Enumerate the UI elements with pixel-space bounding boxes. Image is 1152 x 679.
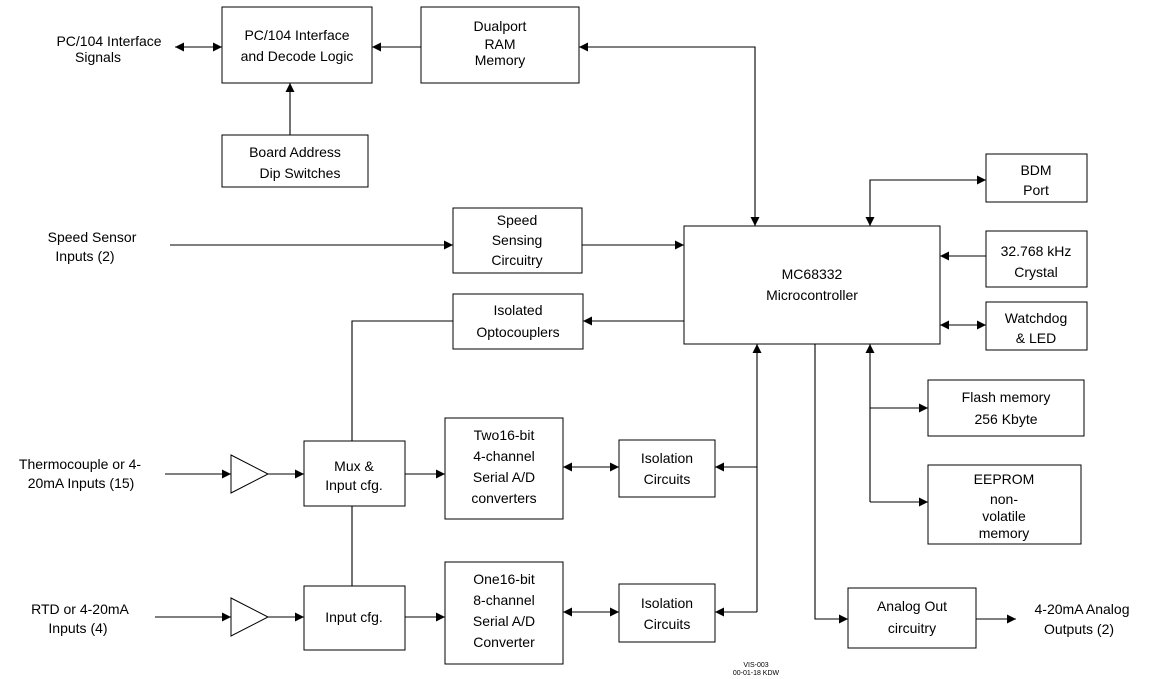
bdm-port-block: BDM Port — [985, 153, 1088, 203]
dualport-ram-label-3: Memory — [475, 52, 526, 68]
analog-outputs-label-1: 4-20mA Analog — [1035, 601, 1130, 617]
board-address-label-1: Board Address — [249, 144, 341, 160]
analog-out-block: Analog Out circuitry — [847, 587, 977, 649]
mux-input-cfg-block: Mux & Input cfg. — [303, 440, 406, 507]
adc-one-label-4: Converter — [473, 634, 535, 650]
thermocouple-amplifier-icon — [230, 454, 270, 494]
microcontroller-label-2: Microcontroller — [766, 287, 858, 303]
optocouplers-block: Isolated Optocouplers — [452, 293, 584, 350]
adc-two-label-3: Serial A/D — [473, 469, 535, 485]
speed-sensing-label-1: Speed — [497, 212, 537, 228]
adc-two-label-4: converters — [471, 490, 536, 506]
crystal-label-1: 32.768 kHz — [1001, 243, 1072, 259]
pc104-signals-label-2: Signals — [75, 49, 121, 65]
analog-out-label-2: circuitry — [888, 620, 936, 636]
isolation-circuits-block-2: Isolation Circuits — [618, 583, 716, 643]
microcontroller-block: MC68332 Microcontroller — [683, 225, 941, 345]
optocouplers-label-2: Optocouplers — [476, 324, 559, 340]
analog-outputs-label-2: Outputs (2) — [1044, 621, 1114, 637]
speed-sensing-block: Speed Sensing Circuitry — [452, 207, 583, 274]
adc-two-label-2: 4-channel — [473, 448, 535, 464]
speed-inputs-label-2: Inputs (2) — [55, 248, 114, 264]
ram-mcu-bus — [579, 42, 760, 226]
dualport-ram-block: Dualport RAM Memory — [420, 6, 580, 84]
drawing-date: 00-01-18 KDW — [733, 670, 780, 677]
eeprom-label-2: non- — [990, 491, 1018, 507]
rtd-inputs-label-2: Inputs (4) — [48, 620, 107, 636]
eeprom-label-1: EEPROM — [974, 471, 1035, 487]
dualport-ram-label-1: Dualport — [474, 18, 527, 34]
isolation-circuits-block-1: Isolation Circuits — [618, 439, 716, 498]
analog-out-label-1: Analog Out — [877, 598, 947, 614]
watchdog-label-1: Watchdog — [1005, 310, 1068, 326]
adc-two-label-1: Two16-bit — [474, 427, 535, 443]
connections — [155, 42, 1016, 624]
isolation-1-label-1: Isolation — [641, 450, 693, 466]
speed-sensing-label-3: Circuitry — [491, 252, 542, 268]
dualport-ram-label-2: RAM — [484, 36, 515, 52]
bdm-link — [865, 175, 986, 226]
opto-control-line — [351, 320, 453, 441]
thermo-inputs-label-1: Thermocouple or 4- — [19, 456, 142, 472]
thermo-inputs-label-2: 20mA Inputs (15) — [28, 475, 135, 491]
bdm-port-label-1: BDM — [1020, 162, 1051, 178]
flash-memory-block: Flash memory 256 Kbyte — [927, 379, 1085, 437]
flash-memory-label-2: 256 Kbyte — [974, 411, 1037, 427]
board-address-block: Board Address Dip Switches — [221, 134, 369, 188]
pc104-signals-label-1: PC/104 Interface — [56, 33, 161, 49]
pc104-decode-logic-block: PC/104 Interface and Decode Logic — [221, 6, 373, 84]
drawing-id: VIS-003 — [743, 662, 768, 669]
mux-input-cfg-label-2: Input cfg. — [325, 477, 383, 493]
pc104-decode-logic-label-1: PC/104 Interface — [244, 27, 349, 43]
adc-one-label-1: One16-bit — [473, 571, 535, 587]
watchdog-label-2: & LED — [1016, 330, 1056, 346]
input-cfg-block: Input cfg. — [303, 585, 406, 651]
optocouplers-label-1: Isolated — [493, 302, 542, 318]
rtd-inputs-label-1: RTD or 4-20mA — [31, 601, 129, 617]
eeprom-label-3: volatile — [982, 508, 1026, 524]
crystal-block: 32.768 kHz Crystal — [985, 230, 1088, 288]
adc-two-block: Two16-bit 4-channel Serial A/D converter… — [444, 417, 564, 520]
microcontroller-label-1: MC68332 — [782, 266, 843, 282]
bdm-port-label-2: Port — [1023, 182, 1049, 198]
speed-inputs-label-1: Speed Sensor — [48, 229, 137, 245]
input-cfg-label: Input cfg. — [325, 609, 383, 625]
eeprom-block: EEPROM non- volatile memory — [927, 464, 1082, 545]
adc-one-label-2: 8-channel — [473, 592, 535, 608]
crystal-label-2: Crystal — [1014, 264, 1058, 280]
speed-sensing-label-2: Sensing — [492, 232, 543, 248]
watchdog-block: Watchdog & LED — [985, 301, 1088, 351]
isolation-1-label-2: Circuits — [644, 471, 691, 487]
pc104-decode-logic-label-2: and Decode Logic — [241, 48, 354, 64]
rtd-amplifier-icon — [230, 597, 270, 637]
mux-input-cfg-label-1: Mux & — [334, 458, 374, 474]
mcu-to-analog-out-arrow — [814, 344, 848, 624]
adc-one-label-3: Serial A/D — [473, 613, 535, 629]
isolation-2-label-2: Circuits — [644, 616, 691, 632]
isolation-2-label-1: Isolation — [641, 595, 693, 611]
flash-memory-label-1: Flash memory — [962, 389, 1051, 405]
eeprom-label-4: memory — [979, 525, 1030, 541]
adc-one-block: One16-bit 8-channel Serial A/D Converter — [444, 561, 564, 665]
board-address-label-2: Dip Switches — [260, 165, 341, 181]
